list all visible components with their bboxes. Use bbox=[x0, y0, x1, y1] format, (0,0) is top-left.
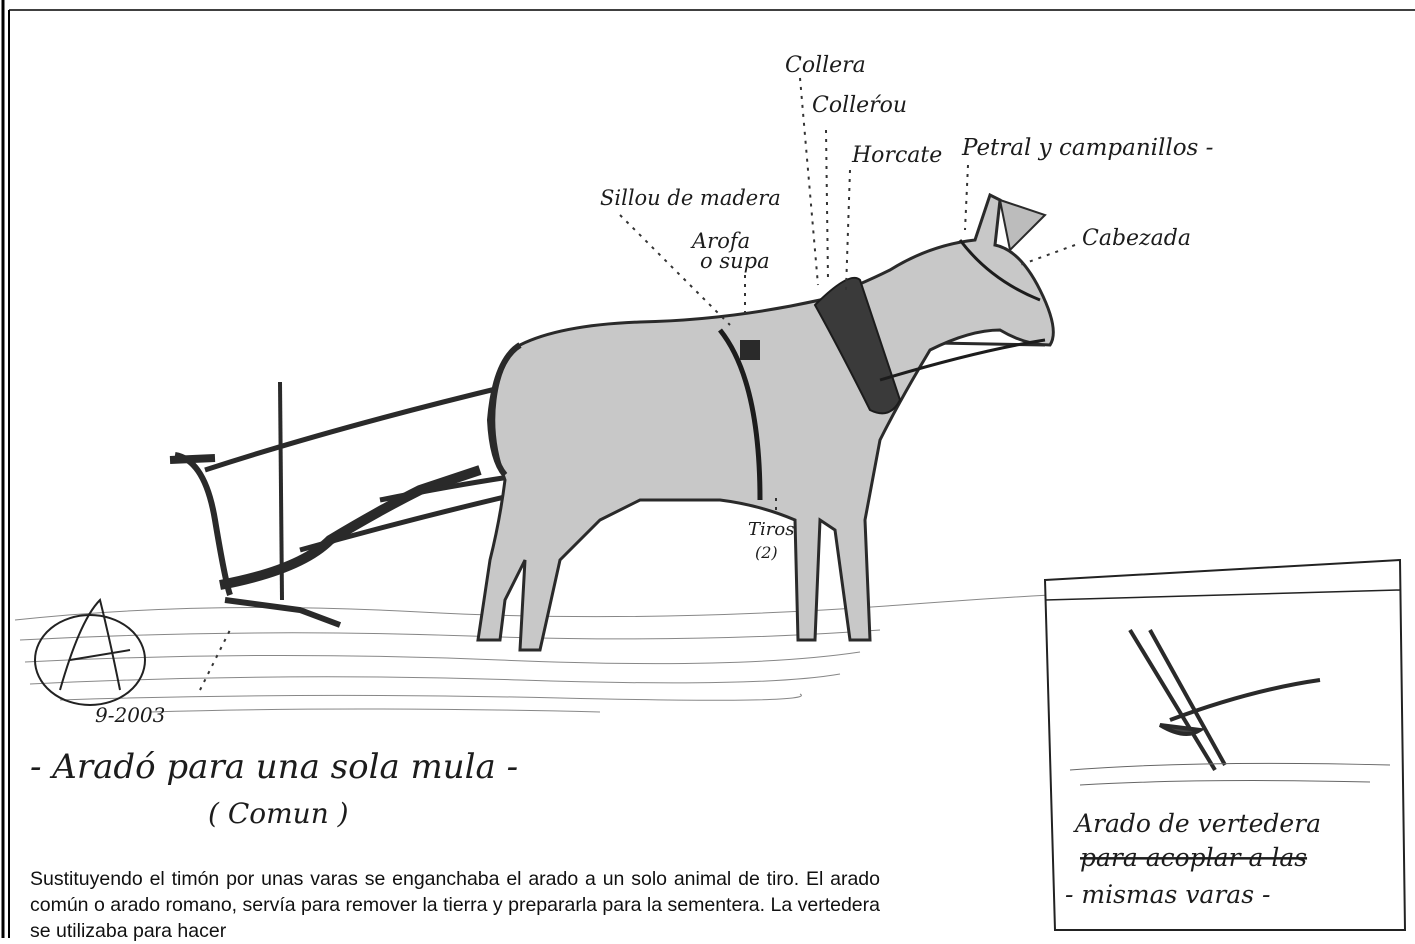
signature-date: 9-2003 bbox=[95, 703, 165, 727]
label-tiros-1: Tiros bbox=[748, 519, 794, 540]
inset-line-2: para acoplar a las bbox=[1080, 843, 1307, 872]
caption-paragraph: Sustituyendo el timón por unas varas se … bbox=[30, 866, 880, 944]
label-arofa-2: o supa bbox=[700, 249, 770, 273]
artist-signature bbox=[35, 600, 145, 705]
inset-line-1: Arado de vertedera bbox=[1073, 809, 1321, 838]
inset-line-3: - mismas varas - bbox=[1065, 880, 1270, 909]
inset-box: Arado de vertedera para acoplar a las - … bbox=[1045, 560, 1405, 930]
label-colleron: Colleŕou bbox=[812, 93, 907, 118]
label-collera: Collera bbox=[785, 53, 866, 78]
label-sillon: Sillou de madera bbox=[600, 186, 781, 210]
label-tiros-2: (2) bbox=[755, 543, 778, 562]
label-cabezada: Cabezada bbox=[1082, 226, 1191, 251]
label-petral: Petral y campanillos - bbox=[961, 135, 1213, 161]
drawing-title: - Aradó para una sola mula - bbox=[30, 747, 518, 787]
drawing-subtitle: ( Comun ) bbox=[208, 797, 349, 830]
label-horcate: Horcate bbox=[851, 143, 942, 168]
